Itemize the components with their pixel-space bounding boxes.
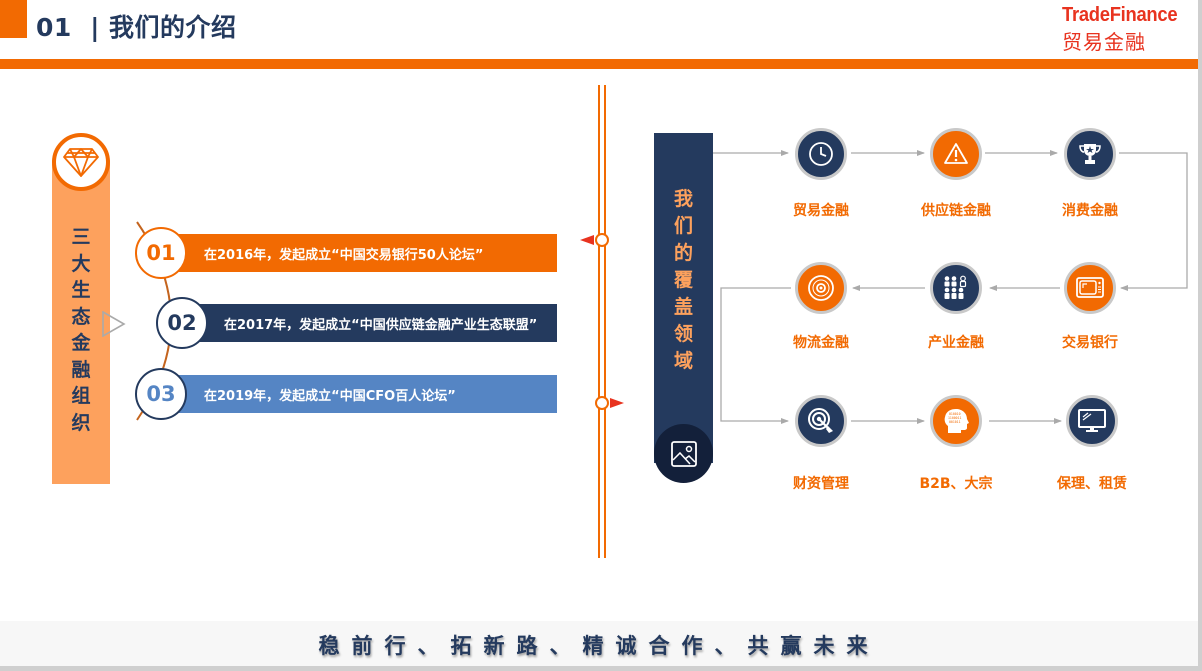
vertical-title-char: 的 (673, 242, 693, 264)
trophy-icon (1079, 144, 1101, 164)
arrow-right-icon (610, 398, 624, 408)
node-label: 交易银行 (1062, 335, 1118, 351)
clock-icon (809, 142, 833, 166)
node-logistics-finance (795, 262, 847, 314)
vertical-title-char: 覆 (673, 269, 693, 291)
vertical-title-char: 融 (71, 358, 91, 381)
ecosystem-item-2: 在2017年，发起成立“中国供应链金融产业生态联盟” (180, 304, 557, 342)
node-supply-chain (930, 128, 982, 180)
node-label: 供应链金融 (921, 203, 991, 219)
item-text: 在2016年，发起成立“中国交易银行50人论坛” (204, 247, 484, 263)
vertical-title-char: 领 (673, 323, 693, 345)
node-treasury-management (795, 395, 847, 447)
coverage-title: 我们的覆盖领域 (654, 186, 713, 375)
ecosystem-icon-circle (52, 133, 110, 191)
vertical-title-char: 织 (71, 411, 91, 434)
footer-band (0, 621, 1198, 666)
coverage-column (654, 133, 713, 463)
vertical-title-char: 域 (673, 350, 693, 372)
svg-text:1100011: 1100011 (948, 416, 962, 420)
item-text: 在2017年，发起成立“中国供应链金融产业生态联盟” (224, 317, 538, 333)
diamond-icon (63, 148, 99, 177)
monitor-icon (1078, 409, 1106, 432)
node-label: 物流金融 (793, 335, 849, 351)
tv-icon (1076, 277, 1104, 298)
node-label: B2B、大宗 (919, 476, 993, 492)
vertical-title-char: 态 (71, 305, 91, 328)
header-accent-block (0, 0, 27, 38)
node-factoring-leasing (1066, 395, 1118, 447)
ecosystem-title: 三大生态金融组织 (52, 224, 110, 436)
item-text: 在2019年，发起成立“中国CFO百人论坛” (204, 388, 456, 404)
vertical-title-char: 们 (673, 215, 693, 237)
timeline-node (595, 233, 609, 247)
svg-text:010010: 010010 (949, 412, 961, 416)
node-industry-finance (930, 262, 982, 314)
page-title: 01 | 我们的介绍 (36, 13, 237, 42)
node-label: 财资管理 (793, 476, 849, 492)
timeline-line-left (598, 85, 600, 558)
vertical-title-char: 三 (71, 226, 91, 248)
node-label: 产业金融 (928, 335, 984, 351)
node-consumer-finance (1064, 128, 1116, 180)
disc-icon (808, 275, 834, 301)
timeline-node (595, 396, 609, 410)
ecosystem-item-1: 在2016年，发起成立“中国交易银行50人论坛” (160, 234, 557, 272)
logo-text-cn: 贸易金融 (1062, 30, 1146, 54)
svg-text:001011: 001011 (949, 420, 961, 424)
people-group-icon (944, 275, 967, 299)
head-data-icon: 010010 1100011 001011 (944, 409, 969, 433)
warning-icon (944, 143, 968, 164)
node-b2b-commodities: 010010 1100011 001011 (930, 395, 982, 447)
vertical-title-char: 金 (71, 332, 91, 354)
vertical-title-char: 大 (71, 252, 91, 275)
item-number-badge: 03 (135, 368, 187, 420)
node-label: 贸易金融 (793, 203, 849, 219)
timeline-line-right (604, 85, 606, 558)
triangle-pointer-icon (102, 311, 126, 337)
ecosystem-item-3: 在2019年，发起成立“中国CFO百人论坛” (160, 375, 557, 413)
vertical-title-char: 我 (673, 188, 693, 210)
item-number-badge: 01 (135, 227, 187, 279)
image-icon (670, 440, 697, 467)
logo-text-en: TradeFinance (1062, 4, 1178, 26)
vertical-title-char: 生 (71, 279, 91, 301)
node-label: 消费金融 (1062, 203, 1118, 219)
node-label: 保理、租赁 (1057, 476, 1127, 492)
ecosystem-column (52, 160, 110, 484)
item-number-badge: 02 (156, 297, 208, 349)
coverage-icon-circle (654, 424, 713, 483)
footer-shadow (0, 666, 1198, 671)
vertical-title-char: 盖 (673, 296, 693, 318)
footer-slogan: 稳前行、拓新路、精诚合作、共赢未来 (318, 634, 880, 658)
node-trade-finance (795, 128, 847, 180)
node-transaction-banking (1064, 262, 1116, 314)
vertical-title-char: 组 (71, 385, 91, 407)
target-icon (808, 408, 833, 433)
header-divider (0, 59, 1198, 69)
right-edge-border (1198, 0, 1202, 671)
arrow-left-icon (580, 235, 594, 245)
